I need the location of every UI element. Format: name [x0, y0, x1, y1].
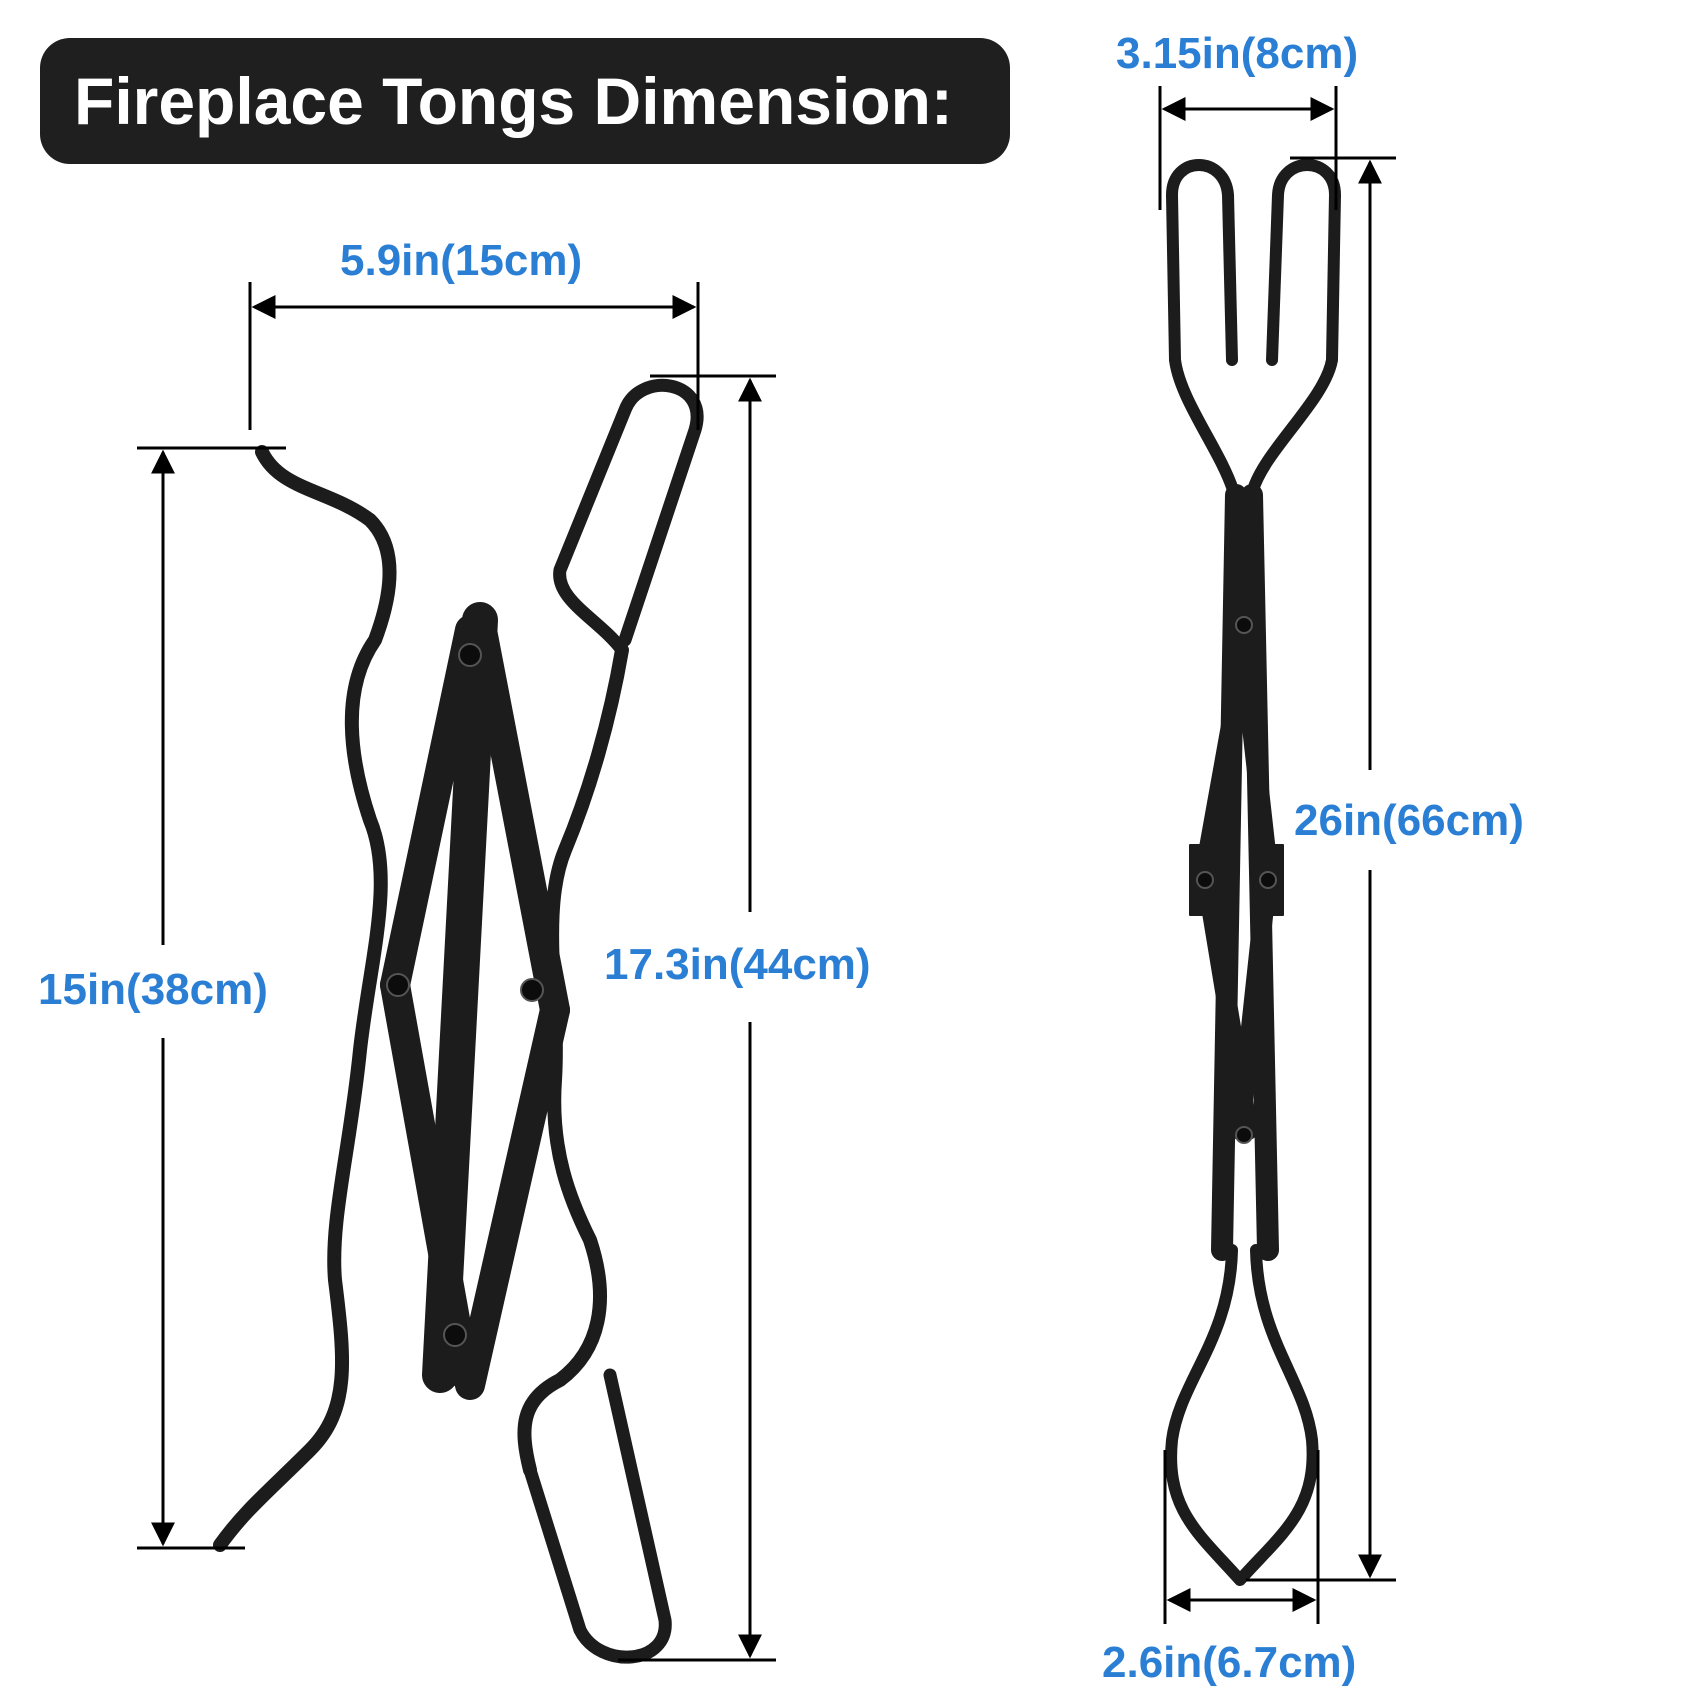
page-title: Fireplace Tongs Dimension: — [74, 64, 953, 138]
extended-rivet — [1196, 871, 1214, 889]
folded-rivet — [386, 973, 410, 997]
folded-tongs — [213, 378, 704, 1664]
folded-width-label: 5.9in(15cm) — [340, 236, 583, 285]
extended-rivet — [1235, 616, 1253, 634]
extended-claw — [1165, 1244, 1319, 1586]
dimension-lines — [137, 86, 1396, 1662]
extended-grip-left — [1166, 159, 1239, 496]
folded-right-height-label: 17.3in(44cm) — [604, 940, 871, 989]
folded-bar-b — [465, 605, 570, 1025]
folded-lower-loop — [523, 1368, 672, 1664]
extended-tongs — [1165, 159, 1341, 1586]
folded-left-arm — [213, 445, 397, 1552]
extended-rivet — [1259, 871, 1277, 889]
extended-length-label: 26in(66cm) — [1294, 796, 1524, 845]
folded-bar-e — [380, 615, 485, 1000]
folded-right-arm — [517, 643, 629, 1477]
folded-bar-d — [455, 995, 570, 1400]
extended-grip-right — [1247, 159, 1341, 496]
folded-rivet — [458, 643, 482, 667]
extended-rivet — [1235, 1126, 1253, 1144]
folded-rivet — [520, 978, 544, 1002]
folded-bar-c — [380, 970, 480, 1390]
title-banner: Fireplace Tongs Dimension: — [40, 38, 1010, 164]
folded-rivet — [443, 1323, 467, 1347]
extended-claw-width-label: 2.6in(6.7cm) — [1102, 1638, 1357, 1687]
folded-left-height-label: 15in(38cm) — [38, 965, 268, 1014]
extended-bar-b — [1230, 610, 1278, 880]
extended-grip-width-label: 3.15in(8cm) — [1116, 29, 1359, 78]
folded-upper-loop — [553, 378, 704, 657]
